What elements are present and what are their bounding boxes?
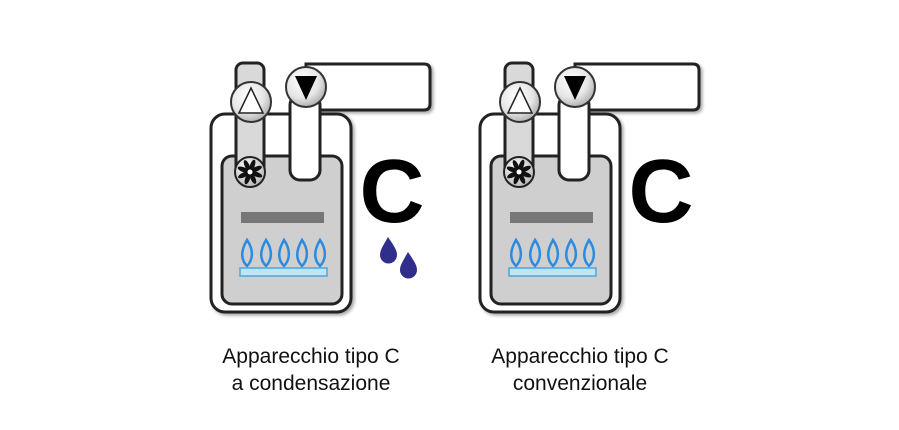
fan-blade [506, 166, 519, 173]
burner [239, 267, 328, 277]
flame-icon [528, 237, 542, 268]
caption-condensing-line1: Apparecchio tipo C [222, 345, 400, 368]
fan-blade [519, 165, 531, 173]
caption-conventional-line2: convenzionale [512, 372, 648, 395]
fan-blade [518, 159, 525, 172]
flame-icon [259, 237, 273, 268]
intake-arrow-up-icon [506, 86, 534, 114]
fan-blade [507, 171, 519, 179]
water-drop-icon [380, 237, 397, 264]
fan-blade [249, 172, 257, 184]
caption-condensing-line2: a condensazione [231, 372, 391, 395]
fan-blade [238, 171, 250, 179]
heat-exchanger [510, 212, 593, 223]
fan-blade [512, 160, 520, 172]
fan-blade [250, 165, 262, 173]
combustion-chamber [489, 154, 613, 306]
flame-icon [277, 237, 291, 268]
caption-condensing: Apparecchio tipo C a condensazione [181, 343, 441, 397]
exhaust-pipe-horizontal [573, 62, 701, 112]
fan-hub [516, 169, 522, 175]
intake-arrow-up-icon [237, 86, 265, 114]
boiler-type-letter: C [360, 142, 425, 242]
boiler-conventional: C [478, 61, 701, 314]
flame-icon [509, 237, 523, 268]
heat-exchanger [241, 212, 324, 223]
burner [508, 267, 597, 277]
fan-blade [244, 172, 251, 185]
flame-icon [582, 237, 596, 268]
flame-icon [546, 237, 560, 268]
boiler-type-letter: C [629, 142, 694, 242]
fan-blade [249, 159, 256, 172]
combustion-chamber [220, 154, 344, 306]
fan-blade [513, 172, 520, 185]
flame-icon [240, 237, 254, 268]
fan-hub [247, 169, 253, 175]
flame-icon [295, 237, 309, 268]
fan-blade [518, 172, 526, 184]
exhaust-arrow-down-icon [295, 76, 317, 100]
fan-blade [250, 171, 263, 178]
caption-conventional-line1: Apparecchio tipo C [491, 345, 669, 368]
exhaust-arrow-down-icon [564, 76, 586, 100]
flame-icon [564, 237, 578, 268]
boiler-condensing: C [209, 61, 432, 314]
fan-blade [519, 171, 532, 178]
water-drop-icon [400, 252, 417, 279]
fan-blade [243, 160, 251, 172]
exhaust-pipe-horizontal [304, 62, 432, 112]
fan-blade [237, 166, 250, 173]
caption-conventional: Apparecchio tipo C convenzionale [450, 343, 710, 397]
flame-icon [313, 237, 327, 268]
